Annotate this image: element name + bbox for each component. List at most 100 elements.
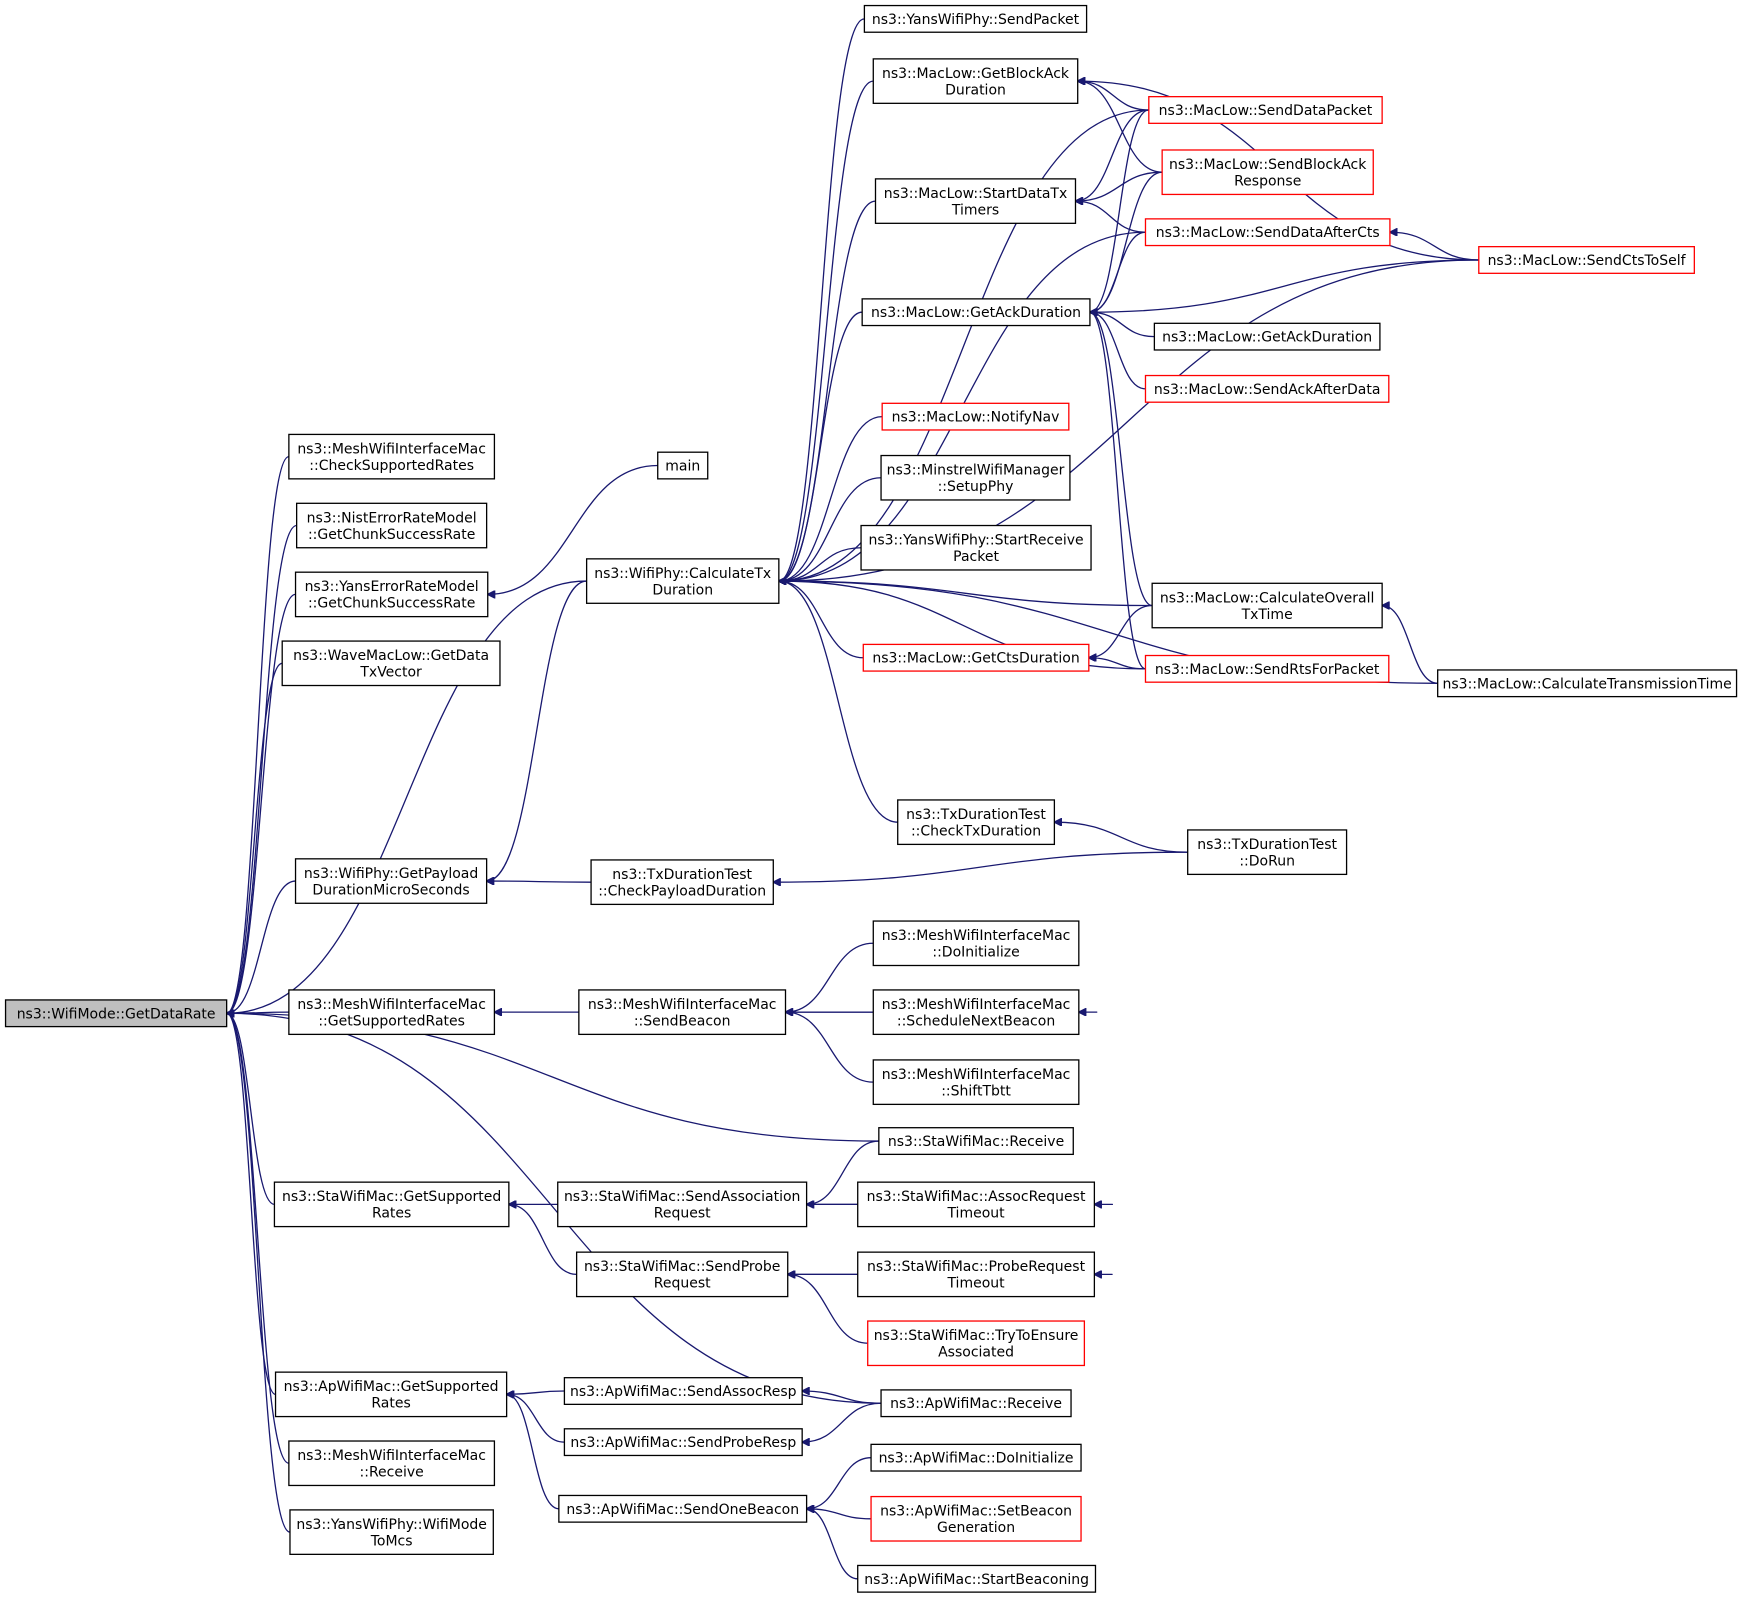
node-label: ns3::YansWifiPhy::SendPacket: [872, 12, 1080, 28]
node-send_one_beacon[interactable]: ns3::ApWifiMac::SendOneBeacon: [558, 1494, 808, 1523]
node-label: ::CheckSupportedRates: [309, 458, 474, 474]
node-mesh_shift[interactable]: ns3::MeshWifiInterfaceMac::ShiftTbtt: [872, 1059, 1080, 1106]
node-label: ns3::WifiMode::GetDataRate: [17, 1006, 216, 1022]
node-send_probe_resp[interactable]: ns3::ApWifiMac::SendProbeResp: [563, 1428, 803, 1457]
node-send_rts[interactable]: ns3::MacLow::SendRtsForPacket: [1144, 654, 1390, 683]
node-label: ns3::YansErrorRateModel: [305, 579, 479, 595]
node-ap_receive[interactable]: ns3::ApWifiMac::Receive: [880, 1389, 1072, 1418]
node-label: ns3::TxDurationTest: [906, 807, 1046, 823]
node-sta_supported[interactable]: ns3::StaWifiMac::GetSupportedRates: [273, 1181, 510, 1228]
node-payload[interactable]: ns3::WifiPhy::GetPayloadDurationMicroSec…: [294, 858, 488, 904]
edge-send_probe_req-sta_tryensure: [788, 1274, 868, 1344]
edge-sta_supported-send_probe_req: [509, 1204, 577, 1276]
edge-check_txdur-txdur_dorun: [1054, 822, 1188, 853]
node-send_datapacket[interactable]: ns3::MacLow::SendDataPacket: [1148, 96, 1383, 124]
node-label: Response: [1234, 173, 1301, 189]
node-send_beacon[interactable]: ns3::MeshWifiInterfaceMac::SendBeacon: [578, 989, 787, 1036]
node-box: [295, 502, 488, 549]
node-label: ns3::WifiPhy::GetPayload: [304, 866, 478, 882]
node-box: [857, 1564, 1097, 1593]
node-main[interactable]: main: [657, 451, 709, 480]
node-box: [870, 1495, 1082, 1542]
node-box: [585, 558, 780, 604]
node-label: ns3::MeshWifiInterfaceMac: [882, 928, 1071, 944]
node-label: ns3::MinstrelWifiManager: [887, 462, 1065, 478]
node-box: [558, 1494, 808, 1523]
node-yans_sendpacket[interactable]: ns3::YansWifiPhy::SendPacket: [863, 4, 1088, 33]
node-box: [857, 1251, 1096, 1298]
node-ap_supported[interactable]: ns3::ApWifiMac::GetSupportedRates: [274, 1371, 508, 1418]
node-notify_nav[interactable]: ns3::MacLow::NotifyNav: [881, 402, 1070, 431]
node-nist[interactable]: ns3::NistErrorRateModel::GetChunkSuccess…: [295, 502, 488, 549]
node-calc_transmission[interactable]: ns3::MacLow::CalculateTransmissionTime: [1437, 669, 1738, 698]
node-label: ns3::ApWifiMac::SendAssocResp: [570, 1384, 797, 1400]
node-label: ns3::MacLow::GetAckDuration: [871, 305, 1081, 321]
node-box: [863, 4, 1088, 33]
node-check_payload[interactable]: ns3::TxDurationTest::CheckPayloadDuratio…: [590, 859, 774, 906]
node-mesh_check[interactable]: ns3::MeshWifiInterfaceMac::CheckSupporte…: [288, 433, 496, 480]
node-label: ns3::ApWifiMac::StartBeaconing: [864, 1572, 1089, 1588]
node-mesh_supported[interactable]: ns3::MeshWifiInterfaceMac::GetSupportedR…: [288, 989, 496, 1036]
node-send_assoc_resp[interactable]: ns3::ApWifiMac::SendAssocResp: [563, 1377, 803, 1406]
edge-send_assoc_resp-ap_receive: [802, 1391, 882, 1404]
node-label: ns3::ApWifiMac::SetBeacon: [880, 1504, 1072, 1520]
edge-get_ack-send_ackafterdata: [1090, 312, 1146, 390]
node-mesh_receive[interactable]: ns3::MeshWifiInterfaceMac::Receive: [288, 1440, 496, 1487]
edge-check_payload-txdur_dorun: [773, 851, 1188, 882]
node-box: [878, 1127, 1074, 1156]
node-mesh_schedule[interactable]: ns3::MeshWifiInterfaceMac::ScheduleNextB…: [872, 989, 1080, 1036]
node-label: ns3::MacLow::StartDataTx: [884, 186, 1068, 202]
edge-calc_overall-calc_transmission: [1382, 606, 1438, 684]
node-ap_doinit[interactable]: ns3::ApWifiMac::DoInitialize: [870, 1443, 1082, 1472]
edge-calc_tx-start_datatx: [779, 200, 876, 581]
node-send_ackafterdata[interactable]: ns3::MacLow::SendAckAfterData: [1144, 374, 1390, 403]
node-check_txdur[interactable]: ns3::TxDurationTest::CheckTxDuration: [897, 799, 1056, 846]
node-label: ns3::MacLow::NotifyNav: [892, 410, 1060, 426]
node-box: [557, 1181, 808, 1228]
node-label: Rates: [372, 1206, 411, 1222]
node-get_ack[interactable]: ns3::MacLow::GetAckDuration: [861, 298, 1091, 327]
edge-calc_tx-check_txdur: [779, 581, 898, 823]
node-box: [862, 643, 1090, 672]
node-box: [872, 1059, 1080, 1106]
node-send_ctstoself[interactable]: ns3::MacLow::SendCtsToSelf: [1478, 246, 1695, 274]
node-txdur_dorun[interactable]: ns3::TxDurationTest::DoRun: [1187, 829, 1348, 876]
node-label: Associated: [938, 1344, 1014, 1360]
edge-calc_tx-yans_sendpacket: [779, 18, 865, 581]
node-label: Request: [654, 1206, 711, 1222]
edge-yans_err-main: [488, 464, 658, 595]
node-send_dataaftercts[interactable]: ns3::MacLow::SendDataAfterCts: [1144, 218, 1391, 247]
node-yans_err[interactable]: ns3::YansErrorRateModel::GetChunkSuccess…: [294, 571, 489, 618]
node-label: ns3::ApWifiMac::DoInitialize: [879, 1451, 1074, 1467]
edge-root-ap_supported: [227, 1013, 276, 1396]
node-label: ::DoRun: [1239, 853, 1295, 869]
edge-get_ack-send_datapacket: [1090, 109, 1149, 312]
node-root[interactable]: ns3::WifiMode::GetDataRate: [4, 999, 228, 1028]
edge-root-sta_supported: [227, 1013, 275, 1206]
node-box: [872, 989, 1080, 1036]
node-box: [872, 920, 1080, 967]
node-get_ack2[interactable]: ns3::MacLow::GetAckDuration: [1153, 322, 1381, 351]
node-mesh_doinit[interactable]: ns3::MeshWifiInterfaceMac::DoInitialize: [872, 920, 1080, 967]
node-box: [288, 433, 496, 480]
node-box: [1161, 149, 1374, 196]
node-ap_startbeacon[interactable]: ns3::ApWifiMac::StartBeaconing: [857, 1564, 1097, 1593]
edge-send_dataaftercts-send_ctstoself: [1390, 232, 1479, 261]
node-sta_receive[interactable]: ns3::StaWifiMac::Receive: [878, 1127, 1074, 1156]
node-minstrel[interactable]: ns3::MinstrelWifiManager::SetupPhy: [880, 454, 1071, 501]
node-get_cts[interactable]: ns3::MacLow::GetCtsDuration: [862, 643, 1090, 672]
